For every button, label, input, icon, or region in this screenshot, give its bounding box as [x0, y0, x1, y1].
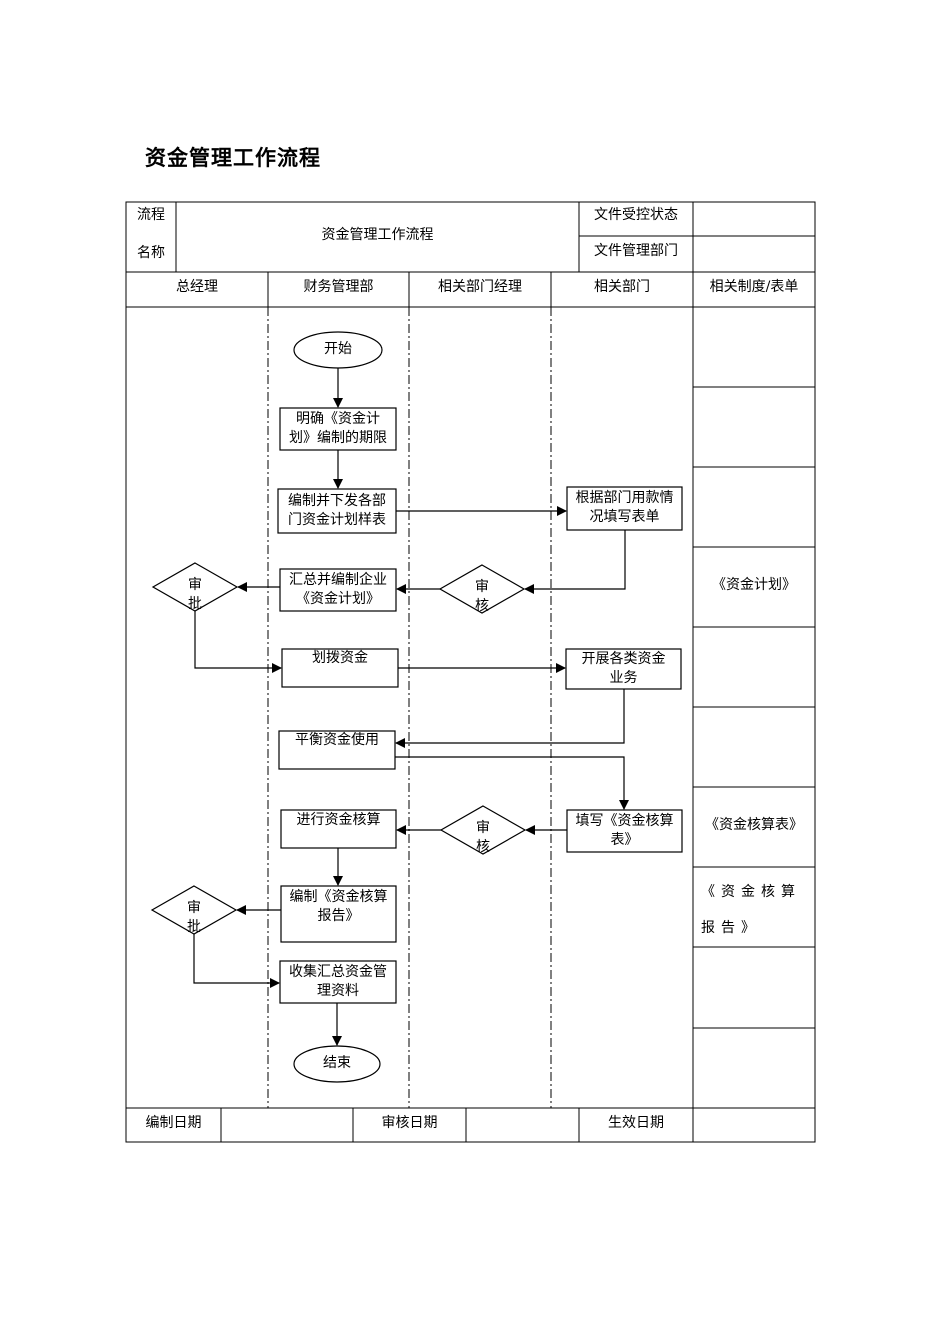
arrow-approve1-to-allocate — [194, 611, 282, 673]
collect-data-box — [279, 960, 397, 1004]
review-date-label: 审核日期 — [381, 1115, 438, 1131]
define-deadline-box — [279, 407, 397, 451]
lane-header-general-manager: 总经理 — [176, 279, 218, 295]
process-label-1: 流程 — [137, 207, 165, 223]
approve2-label: 审批 — [187, 900, 201, 935]
compile-report-box — [280, 885, 397, 943]
lane-header-forms: 相关制度/表单 — [709, 279, 799, 295]
define-deadline-label: 明确《资金计划》编制的期限 — [289, 411, 387, 446]
lane-header-finance: 财务管理部 — [303, 279, 374, 295]
compile-report-label: 编制《资金核算报告》 — [289, 889, 388, 924]
doc-status-label: 文件受控状态 — [594, 207, 678, 223]
compile-plan-box — [279, 568, 397, 612]
review2-diamond — [439, 805, 527, 855]
lane-dividers — [267, 307, 552, 1108]
carry-business-box — [565, 648, 682, 690]
process-label-2: 名称 — [137, 245, 165, 261]
review1-diamond — [438, 564, 526, 614]
effective-date-label: 生效日期 — [608, 1115, 664, 1131]
allocate-funds-label: 划拨资金 — [312, 650, 368, 666]
fill-accounting-box — [566, 809, 683, 853]
lane-header-dept-manager: 相关部门经理 — [438, 279, 522, 295]
form-accounting-table: 《资金核算表》 — [705, 817, 803, 833]
start-label: 开始 — [324, 341, 352, 357]
form-accounting-report: 《资金核算报告》 — [701, 884, 801, 936]
fill-accounting-label: 填写《资金核算表》 — [575, 813, 674, 848]
carry-business-label: 开展各类资金业务 — [581, 651, 666, 686]
table-grid — [125, 201, 816, 1143]
accounting-label: 进行资金核算 — [296, 812, 381, 828]
fill-form-label: 根据部门用款情况填写表单 — [575, 490, 674, 525]
review1-label: 审核 — [475, 579, 489, 614]
arrow-fillform-to-review1 — [524, 530, 626, 594]
end-node — [293, 1045, 381, 1083]
end-label: 结束 — [323, 1055, 351, 1071]
review2-label: 审核 — [476, 820, 490, 855]
form-capital-plan: 《资金计划》 — [712, 577, 796, 593]
arrow-balance-to-fillaccounting — [395, 756, 629, 810]
issue-templates-label: 编制并下发各部门资金计划样表 — [288, 493, 386, 528]
arrow-approve2-to-collect — [193, 934, 280, 988]
balance-funds-label: 平衡资金使用 — [295, 732, 379, 748]
arrow-business-to-balance — [395, 689, 625, 748]
doc-dept-label: 文件管理部门 — [594, 243, 678, 259]
fill-form-box — [566, 486, 683, 531]
balance-funds-box — [278, 730, 396, 770]
collect-data-label: 收集汇总资金管理资料 — [289, 964, 387, 999]
table-frame — [125, 201, 816, 1143]
prepared-date-label: 编制日期 — [145, 1115, 202, 1131]
lane-header-dept: 相关部门 — [594, 279, 650, 295]
approve1-label: 审批 — [188, 577, 202, 612]
page-title: 资金管理工作流程 — [145, 146, 321, 170]
process-name: 资金管理工作流程 — [321, 227, 434, 243]
compile-plan-label: 汇总并编制企业《资金计划》 — [289, 572, 387, 607]
